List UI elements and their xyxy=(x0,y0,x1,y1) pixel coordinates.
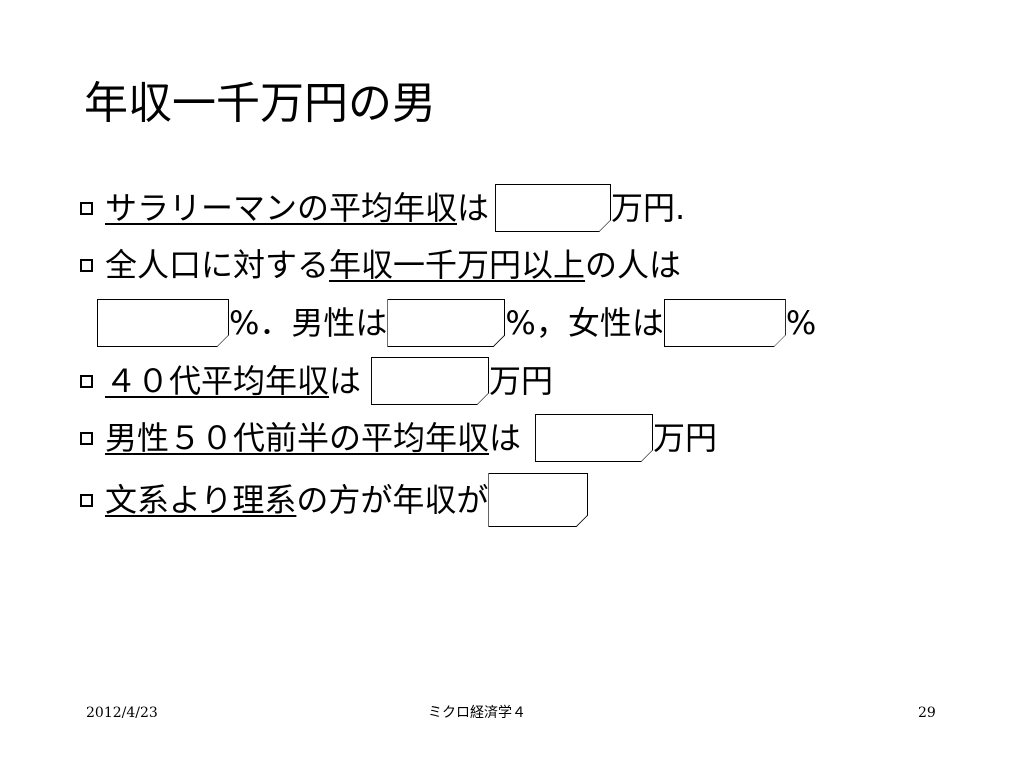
bullet-line-4: 男性５０代前半の平均年収 は 万円 xyxy=(78,413,717,463)
underlined-phrase: 文系より理系 xyxy=(105,481,297,519)
line-text: %，女性は xyxy=(505,304,664,342)
bullet-line-3: ４０代平均年収 は 万円 xyxy=(78,356,553,406)
underlined-phrase: サラリーマンの平均年収 xyxy=(105,189,458,227)
bullet-line-5: 文系より理系 の方が年収が xyxy=(78,475,588,525)
underlined-phrase: 男性５０代前半の平均年収 xyxy=(105,419,490,457)
answer-blank[interactable] xyxy=(371,357,489,405)
answer-blank[interactable] xyxy=(535,414,653,462)
square-bullet-icon xyxy=(80,431,93,445)
line-text: 全人口に対する xyxy=(105,246,330,284)
bullet-line-2: 全人口に対する 年収一千万円以上 の人は xyxy=(78,240,681,290)
underlined-phrase: 年収一千万円以上 xyxy=(329,246,586,284)
line-text: は xyxy=(457,189,490,227)
slide-title: 年収一千万円の男 xyxy=(84,78,436,129)
square-bullet-icon xyxy=(80,201,93,215)
answer-blank[interactable] xyxy=(488,473,588,527)
line-text: の人は xyxy=(585,246,682,284)
line-text: 万円. xyxy=(611,189,686,227)
line-text: 万円 xyxy=(653,419,718,457)
line-text: の方が年収が xyxy=(296,481,489,519)
answer-blank[interactable] xyxy=(97,299,229,347)
answer-blank[interactable] xyxy=(387,299,505,347)
underlined-phrase: ４０代平均年収 xyxy=(105,362,330,400)
line-text: は xyxy=(329,362,362,400)
line-text: は xyxy=(489,419,522,457)
footer-date: 2012/4/23 xyxy=(86,705,158,721)
footer-course: ミクロ経済学４ xyxy=(428,705,526,721)
line-text: %．男性は xyxy=(229,304,388,342)
square-bullet-icon xyxy=(80,258,93,272)
answer-blank[interactable] xyxy=(495,184,611,232)
bullet-line-1: サラリーマンの平均年収 は 万円. xyxy=(78,183,685,233)
percent-line: %．男性は %，女性は % xyxy=(97,298,816,348)
square-bullet-icon xyxy=(80,493,93,507)
square-bullet-icon xyxy=(80,374,93,388)
answer-blank[interactable] xyxy=(664,299,786,347)
footer-page-number: 29 xyxy=(918,705,936,721)
line-text: 万円 xyxy=(489,362,554,400)
line-text: % xyxy=(785,304,817,342)
